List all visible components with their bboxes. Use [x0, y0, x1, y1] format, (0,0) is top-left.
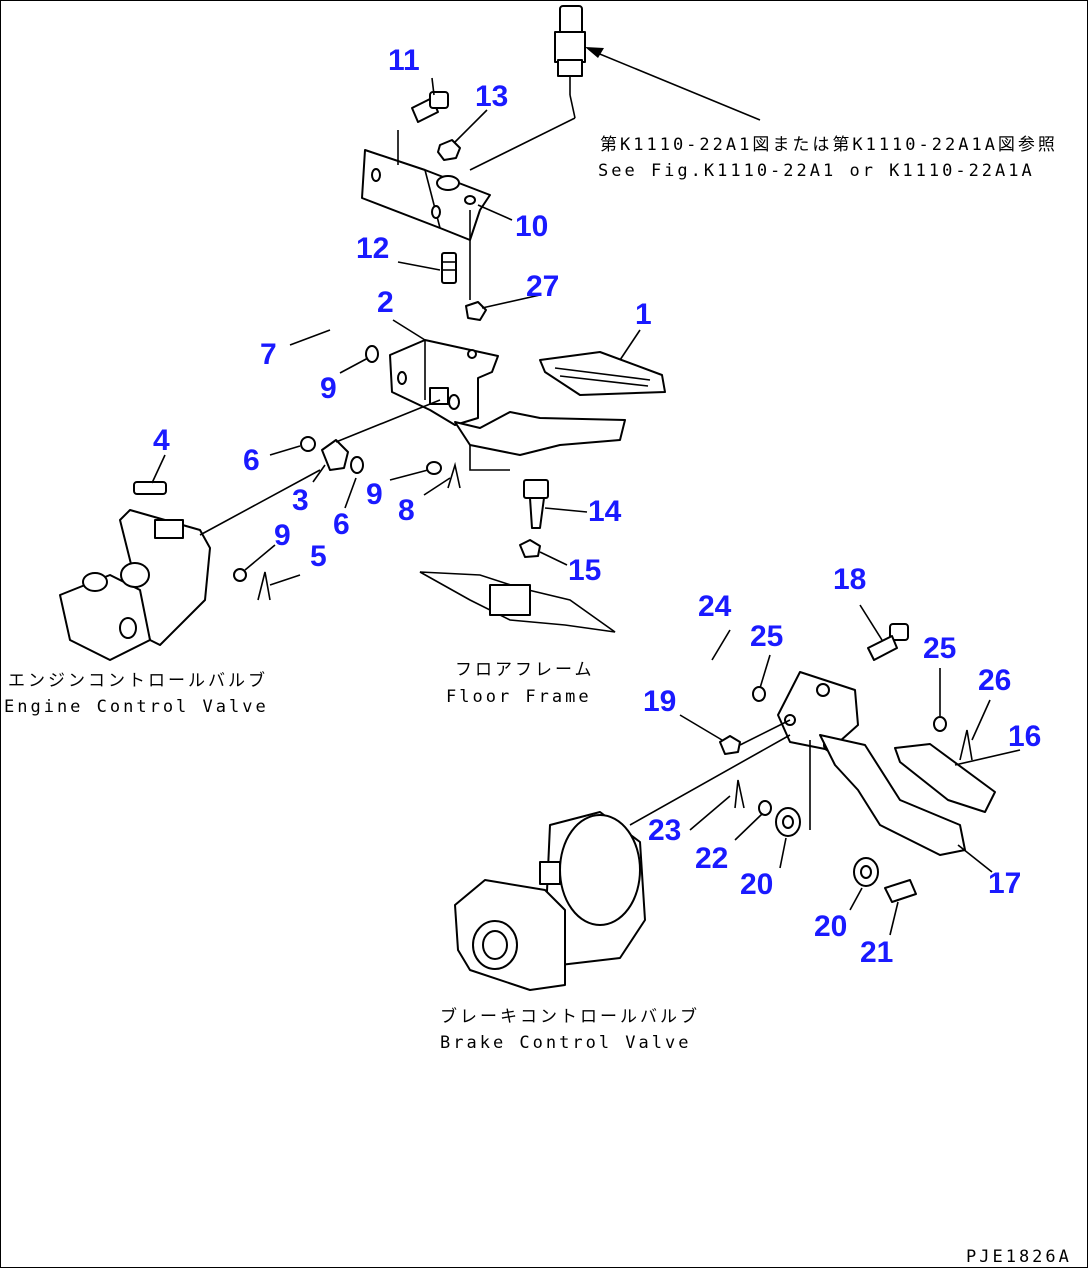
- brake-pedal-pad-16: [894, 743, 996, 813]
- washer-22: [758, 800, 772, 816]
- brake-control-valve: [454, 734, 791, 991]
- floor-frame-label-jp: フロアフレーム: [455, 660, 595, 680]
- washer-6-right: [350, 456, 364, 474]
- callout-2: 2: [377, 286, 394, 319]
- callout-26: 26: [978, 664, 1011, 697]
- callout-3: 3: [292, 484, 309, 517]
- washer-6-left: [300, 436, 316, 452]
- callout-24: 24: [698, 590, 732, 623]
- callout-7: 7: [260, 338, 277, 371]
- brake-valve-label-jp: ブレーキコントロールバルブ: [440, 1006, 700, 1027]
- callout-9-mid: 9: [366, 478, 383, 511]
- callout-27: 27: [526, 270, 559, 303]
- callout-19: 19: [643, 685, 676, 718]
- callout-8: 8: [398, 494, 415, 527]
- cotter-pin-26: [959, 729, 973, 761]
- callout-6-right: 6: [333, 508, 350, 541]
- pressure-switch: [554, 5, 586, 119]
- nut-19: [719, 735, 741, 755]
- washer-9-top: [365, 345, 379, 363]
- callout-9-low: 9: [274, 519, 291, 552]
- nut-27: [465, 301, 487, 321]
- brake-pedal-arm: [819, 734, 966, 856]
- pin-24: [662, 642, 745, 687]
- cotter-pin-8: [447, 461, 461, 489]
- link-3: [321, 399, 441, 471]
- washer-9-valve: [233, 568, 247, 582]
- callout-5: 5: [310, 540, 327, 573]
- callout-12: 12: [356, 232, 389, 265]
- callout-18: 18: [833, 563, 866, 596]
- pedal-arm: [454, 411, 626, 471]
- engine-valve-label-en: Engine Control Valve: [4, 697, 269, 717]
- cotter-pin-22: [734, 779, 745, 809]
- bolt-12: [441, 252, 457, 284]
- pin-7: [287, 307, 358, 345]
- callout-21: 21: [860, 936, 893, 969]
- callout-1: 1: [635, 298, 652, 331]
- callout-25-right: 25: [923, 632, 956, 665]
- engine-control-valve: [59, 469, 321, 661]
- callout-15: 15: [568, 554, 601, 587]
- callout-16: 16: [1008, 720, 1041, 753]
- pin-4: [133, 481, 167, 495]
- callout-20-left: 20: [740, 868, 773, 901]
- bolt-18: [867, 623, 909, 661]
- washer-9-mid: [426, 461, 442, 475]
- brake-pedal-bracket: [739, 671, 859, 830]
- roller-20-left: [775, 807, 801, 837]
- drawing-code: PJE1826A: [966, 1247, 1072, 1267]
- callout-11: 11: [388, 44, 420, 77]
- callout-20-right: 20: [814, 910, 847, 943]
- washer-25-right: [933, 716, 947, 732]
- pedal-pad-1: [539, 351, 666, 396]
- brake-valve-label-en: Brake Control Valve: [440, 1033, 691, 1053]
- callout-22: 22: [695, 842, 728, 875]
- pin-21: [884, 879, 917, 903]
- reference-label-jp: 第K1110-22A1図または第K1110-22A1A図参照: [600, 135, 1058, 155]
- text-labels: 第K1110-22A1図または第K1110-22A1A図参照 See Fig.K…: [4, 135, 1072, 1267]
- reference-arrow: [585, 47, 761, 121]
- callout-9-top: 9: [320, 372, 337, 405]
- callout-10: 10: [515, 210, 548, 243]
- washer-25-left: [752, 686, 766, 702]
- callout-4: 4: [153, 424, 170, 457]
- callout-25-left: 25: [750, 620, 783, 653]
- roller-20-right: [853, 857, 879, 887]
- nut-13: [437, 139, 461, 161]
- leader-lines: [151, 77, 1021, 936]
- bolt-11: [411, 91, 449, 123]
- nut-15: [519, 539, 541, 558]
- callout-23: 23: [648, 814, 681, 847]
- callout-6-left: 6: [243, 444, 260, 477]
- cotter-pin-5: [257, 571, 271, 601]
- callout-13: 13: [475, 80, 508, 113]
- floor-frame-label-en: Floor Frame: [446, 687, 592, 707]
- floor-frame: [419, 571, 616, 633]
- callout-14: 14: [588, 495, 622, 528]
- bolt-14: [523, 479, 549, 529]
- reference-label-en: See Fig.K1110-22A1 or K1110-22A1A: [598, 161, 1035, 181]
- engine-valve-label-jp: エンジンコントロールバルブ: [8, 670, 268, 691]
- switch-bracket: [361, 117, 576, 300]
- callout-17: 17: [988, 867, 1021, 900]
- callout-labels: 11 13 10 12 27 2 1 7 9 4 6 3 9 8 6 9 5 1…: [153, 44, 1041, 969]
- pedal-bracket: [389, 339, 499, 426]
